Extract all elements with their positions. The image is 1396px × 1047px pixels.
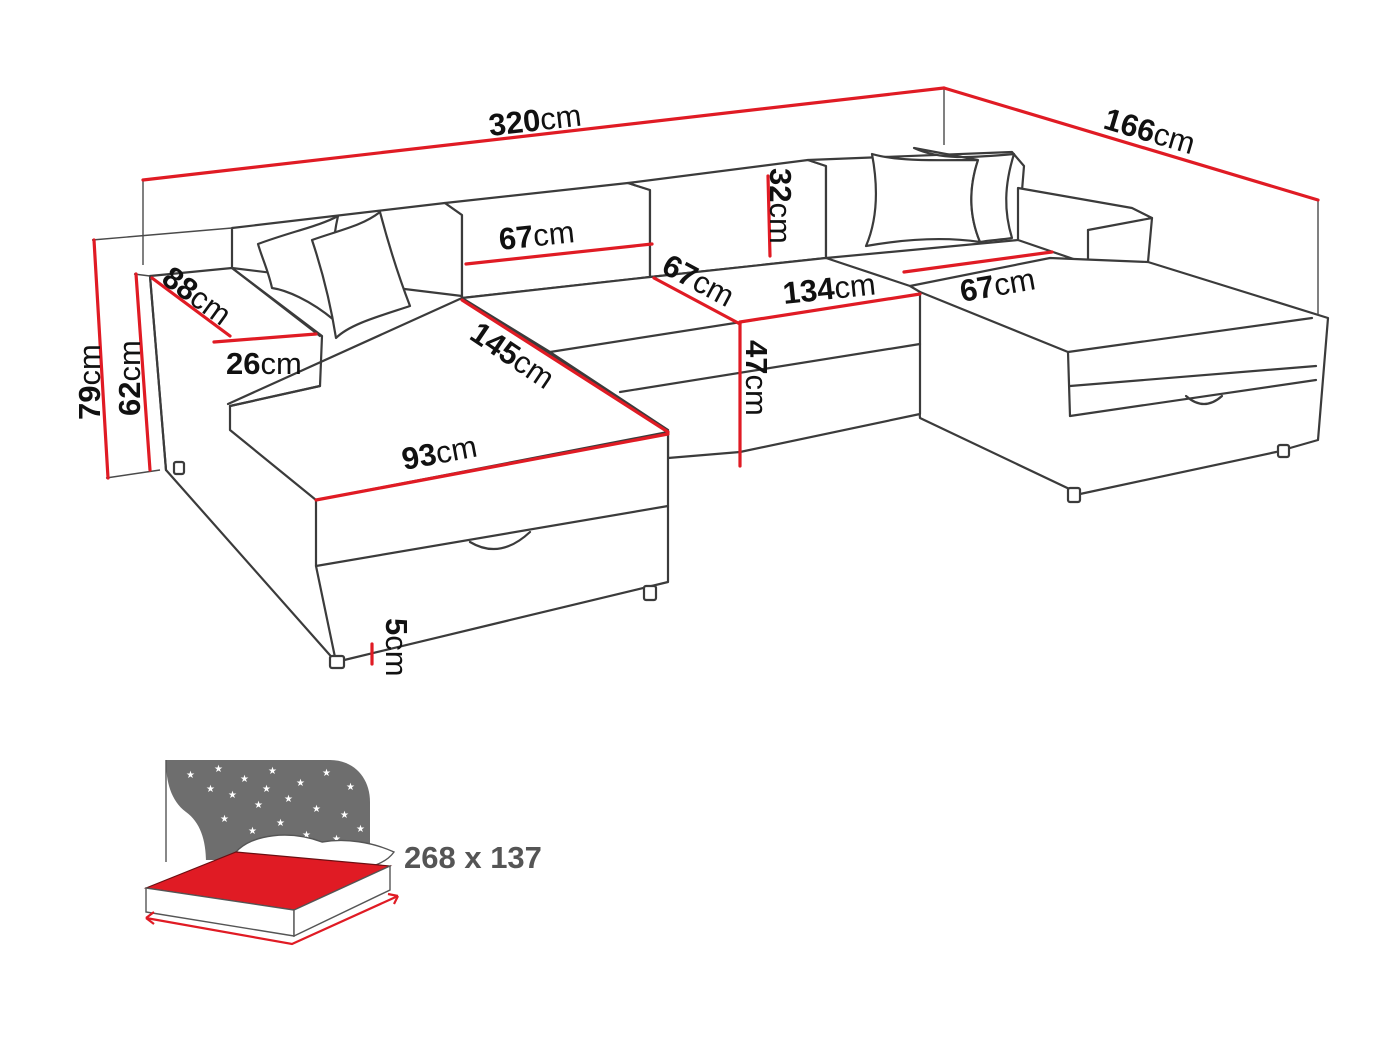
svg-text:★: ★ [340, 810, 349, 821]
dim-line-67-back [464, 242, 654, 266]
svg-text:★: ★ [186, 770, 195, 781]
dim-line-67-right [902, 250, 1054, 274]
sleeping-area-icon: ★★★★ ★★★★ ★★★★ ★★★★ ★★★★ ★★ 268 x 137 [143, 760, 542, 946]
svg-text:★: ★ [312, 804, 321, 815]
night-sky-panel [166, 760, 370, 860]
dimension-lines [92, 86, 1320, 666]
sofa-drawing [148, 146, 1330, 670]
svg-text:★: ★ [276, 818, 285, 829]
label-93: 93cm [399, 429, 480, 477]
label-5: 5cm [379, 618, 414, 677]
svg-text:★: ★ [220, 814, 229, 825]
label-79: 79cm [72, 344, 107, 420]
label-134: 134cm [781, 266, 877, 311]
label-67-right: 67cm [957, 261, 1038, 309]
dim-line-320 [141, 86, 946, 182]
dim-line-93 [314, 432, 670, 502]
svg-text:★: ★ [302, 830, 311, 841]
svg-text:★: ★ [296, 778, 305, 789]
svg-text:★: ★ [262, 784, 271, 795]
label-26: 26cm [226, 346, 302, 381]
dim-line-166 [942, 86, 1320, 202]
svg-text:★: ★ [356, 824, 365, 835]
svg-text:★: ★ [346, 782, 355, 793]
bed-size-label: 268 x 137 [404, 840, 542, 875]
dim-line-62 [134, 272, 152, 472]
dim-line-32 [766, 174, 772, 258]
svg-text:★: ★ [268, 766, 277, 777]
svg-text:★: ★ [322, 768, 331, 779]
label-32: 32cm [763, 168, 798, 244]
label-62: 62cm [112, 340, 147, 416]
label-166: 166cm [1100, 101, 1199, 161]
svg-text:★: ★ [190, 842, 199, 853]
extension-lines [91, 88, 1319, 479]
svg-text:★: ★ [228, 790, 237, 801]
dim-line-67-seat [652, 276, 742, 326]
star-icons: ★★★★ ★★★★ ★★★★ ★★★★ ★★★★ ★★ [176, 764, 365, 853]
label-320: 320cm [487, 98, 583, 143]
svg-text:★: ★ [214, 764, 223, 775]
label-67-back: 67cm [497, 214, 576, 257]
svg-text:★: ★ [332, 834, 341, 845]
svg-text:★: ★ [248, 826, 257, 837]
svg-text:★: ★ [176, 828, 185, 839]
svg-text:★: ★ [240, 774, 249, 785]
svg-text:★: ★ [284, 794, 293, 805]
dim-line-134 [738, 292, 922, 324]
dim-line-26 [212, 332, 318, 344]
dim-line-88 [150, 276, 232, 338]
dim-line-145 [460, 298, 670, 434]
label-47: 47cm [739, 340, 774, 416]
dim-line-79 [92, 238, 110, 480]
svg-text:★: ★ [254, 800, 263, 811]
svg-text:★: ★ [206, 784, 215, 795]
bed-length-arrow [145, 894, 399, 946]
